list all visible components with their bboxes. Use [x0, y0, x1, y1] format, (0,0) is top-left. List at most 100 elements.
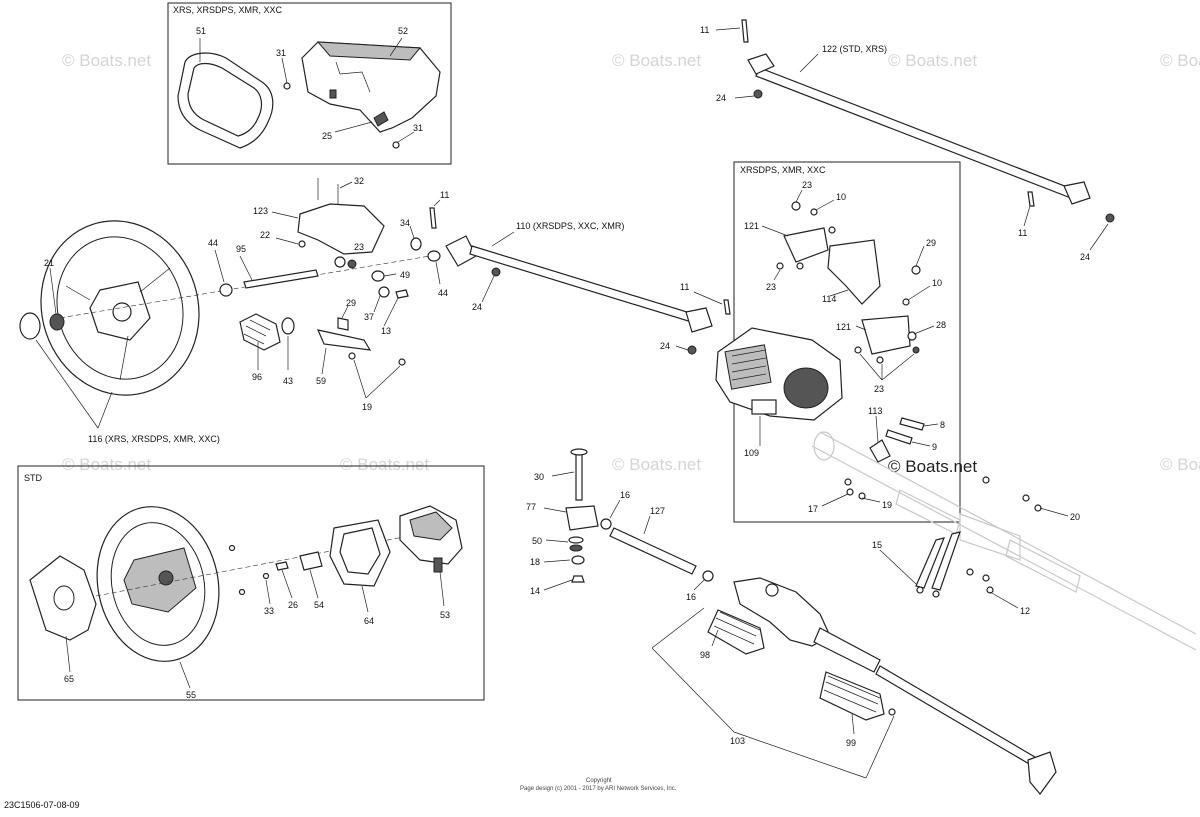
callout-19: 19 [362, 402, 372, 412]
washer-part [298, 240, 306, 248]
callout-26: 26 [288, 600, 298, 610]
nut-part [791, 201, 801, 211]
leader-line [859, 353, 915, 381]
leader-line [491, 231, 515, 247]
callout-109: 109 [744, 448, 759, 458]
bolt-26-part [275, 561, 289, 571]
nut-part [796, 262, 804, 270]
leader-line [829, 289, 849, 297]
callout-24: 24 [660, 341, 670, 351]
nut-part [1105, 213, 1115, 223]
page-design-credit: Page design (c) 2001 - 2017 by ARI Netwo… [520, 786, 677, 792]
shaft-110-part [469, 245, 701, 325]
boot-98-part [707, 609, 765, 655]
callout-30: 30 [534, 472, 544, 482]
watermark-text: © Boats.net [612, 51, 701, 70]
console-cover-top [316, 41, 422, 61]
leader-line [543, 507, 567, 513]
leader-line [214, 249, 225, 283]
locknut-16-part [600, 518, 612, 530]
callout-18: 18 [530, 557, 540, 567]
bolt-part [1027, 191, 1035, 207]
coupler-ribs [243, 319, 271, 345]
leader-line [851, 713, 855, 735]
hub-center [158, 570, 174, 586]
screw-part [398, 358, 406, 366]
screw-part [228, 544, 236, 552]
nut-part [854, 346, 862, 354]
leader-line [913, 325, 935, 335]
leader-line [179, 661, 191, 689]
callout-29: 29 [926, 238, 936, 248]
group-box-title: STD [24, 473, 43, 483]
leader-line [815, 199, 835, 211]
leader-line [923, 423, 939, 427]
callout-53: 53 [440, 610, 450, 620]
callout-11: 11 [440, 190, 449, 200]
leader-line [435, 261, 441, 285]
watermark-layer: © Boats.net © Boats.net © Boats.net © Bo… [62, 51, 1200, 474]
bushing-part [427, 250, 441, 262]
leader-line [309, 569, 319, 599]
callout-13: 13 [381, 326, 391, 336]
rack-ghost-outline [811, 431, 1197, 651]
steering-wheel-rim-inner [110, 522, 206, 646]
callout-95: 95 [236, 244, 246, 254]
motor-housing [783, 367, 829, 409]
callout-55: 55 [186, 690, 196, 700]
ghost-boot [1005, 539, 1081, 593]
bezel-64-inner [339, 527, 381, 575]
watermark-text: © Boats.net [1160, 51, 1200, 70]
nut-part [753, 89, 763, 99]
callout-96: 96 [252, 372, 262, 382]
washer-50-part [568, 536, 584, 544]
bearing-part [378, 286, 390, 298]
callout-15: 15 [872, 540, 882, 550]
bolt-part [741, 19, 749, 43]
washer-50-part [569, 544, 583, 552]
callout-49: 49 [400, 270, 410, 280]
nut-18-part [571, 555, 585, 565]
callout-122: 122 (STD, XRS) [822, 44, 887, 54]
console-tab [373, 111, 389, 127]
callout-98: 98 [700, 650, 710, 660]
bolt-15-part [931, 531, 961, 591]
callout-43: 43 [283, 376, 293, 386]
leader-line [481, 275, 495, 303]
bolt-part [911, 265, 921, 275]
nut-part [932, 590, 940, 598]
leader-line [795, 189, 803, 203]
watermark-text: © Boats.net [62, 455, 151, 474]
shaft-95-part [243, 269, 319, 289]
tie-rod-group: 30 77 50 18 14 16 127 16 98 103 99 [526, 448, 1057, 795]
leader-line [875, 415, 879, 443]
bushing-part [371, 270, 385, 282]
screw-part [262, 572, 270, 580]
bracket-121-part [861, 315, 911, 355]
screw-part [238, 588, 246, 596]
nut-part [1022, 494, 1030, 502]
leader-line [1023, 205, 1031, 227]
horn-cap-emblem [53, 585, 75, 611]
bracket-54-part [299, 551, 323, 571]
bracket-29-part [337, 317, 349, 331]
screw-part [348, 352, 356, 360]
motor-cooling-fins [724, 344, 772, 390]
leader-line [693, 291, 723, 305]
callout-127: 127 [650, 506, 665, 516]
callout-10: 10 [932, 278, 942, 288]
leader-line [1089, 223, 1109, 251]
leader-line [239, 255, 253, 281]
footer: Copyright Page design (c) 2001 - 2017 by… [4, 778, 677, 810]
clip-part [329, 89, 337, 99]
callout-32: 32 [354, 176, 364, 186]
ghost-boot [895, 489, 961, 535]
callout-99: 99 [846, 738, 856, 748]
nut-part [846, 488, 854, 496]
leader-line [397, 131, 415, 143]
u-joint-part [685, 307, 713, 333]
callout-51: 51 [196, 26, 206, 36]
callout-123: 123 [253, 206, 268, 216]
callout-17: 17 [808, 504, 818, 514]
